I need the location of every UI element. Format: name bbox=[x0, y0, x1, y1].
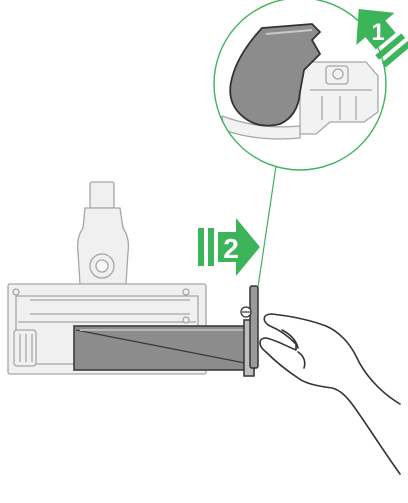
brush-bar-seam bbox=[75, 329, 251, 365]
brush-bar bbox=[73, 285, 259, 377]
step-2-arrow-stripe-2 bbox=[208, 228, 214, 266]
step-1-arrow-stripe-1 bbox=[375, 33, 406, 60]
head-screw-left bbox=[12, 288, 20, 296]
step-2-number: 2 bbox=[223, 233, 239, 264]
zoom-latch bbox=[229, 23, 321, 127]
zoom-base bbox=[221, 115, 301, 140]
step-1-arrow-stripe-2 bbox=[381, 40, 408, 68]
hand-outline bbox=[259, 313, 401, 475]
magnifier-callout bbox=[213, 0, 387, 171]
magnifier-border bbox=[213, 0, 387, 171]
step-1-arrow-icon: 1 bbox=[356, 9, 408, 68]
brush-bar-end-plate bbox=[249, 285, 259, 369]
step-1-number: 1 bbox=[371, 19, 384, 46]
step-2-arrow-stripe-1 bbox=[198, 228, 204, 266]
hand-knuckle bbox=[297, 351, 306, 369]
callout-leader-line bbox=[257, 165, 277, 288]
head-pivot-inner bbox=[95, 259, 109, 273]
zoom-clip-screw bbox=[332, 68, 344, 80]
head-end-cap-ribs bbox=[19, 334, 33, 362]
step-1-arrow-body bbox=[356, 9, 396, 50]
brush-bar-body bbox=[73, 325, 255, 371]
step-2-arrow-body bbox=[218, 218, 260, 276]
head-neck-top bbox=[89, 181, 115, 209]
zoom-housing-detail bbox=[310, 89, 372, 120]
hand-thumb-crease bbox=[281, 329, 299, 349]
head-screw-mid bbox=[182, 316, 190, 324]
zoom-latch-edge bbox=[265, 29, 313, 35]
zoom-housing bbox=[299, 61, 379, 135]
hand-icon bbox=[259, 313, 401, 475]
head-roller-track bbox=[18, 299, 196, 323]
head-end-cap bbox=[13, 329, 37, 367]
zoom-mechanism bbox=[221, 61, 379, 140]
step-2-arrow-icon: 2 bbox=[198, 218, 260, 276]
head-screw-right bbox=[182, 288, 190, 296]
